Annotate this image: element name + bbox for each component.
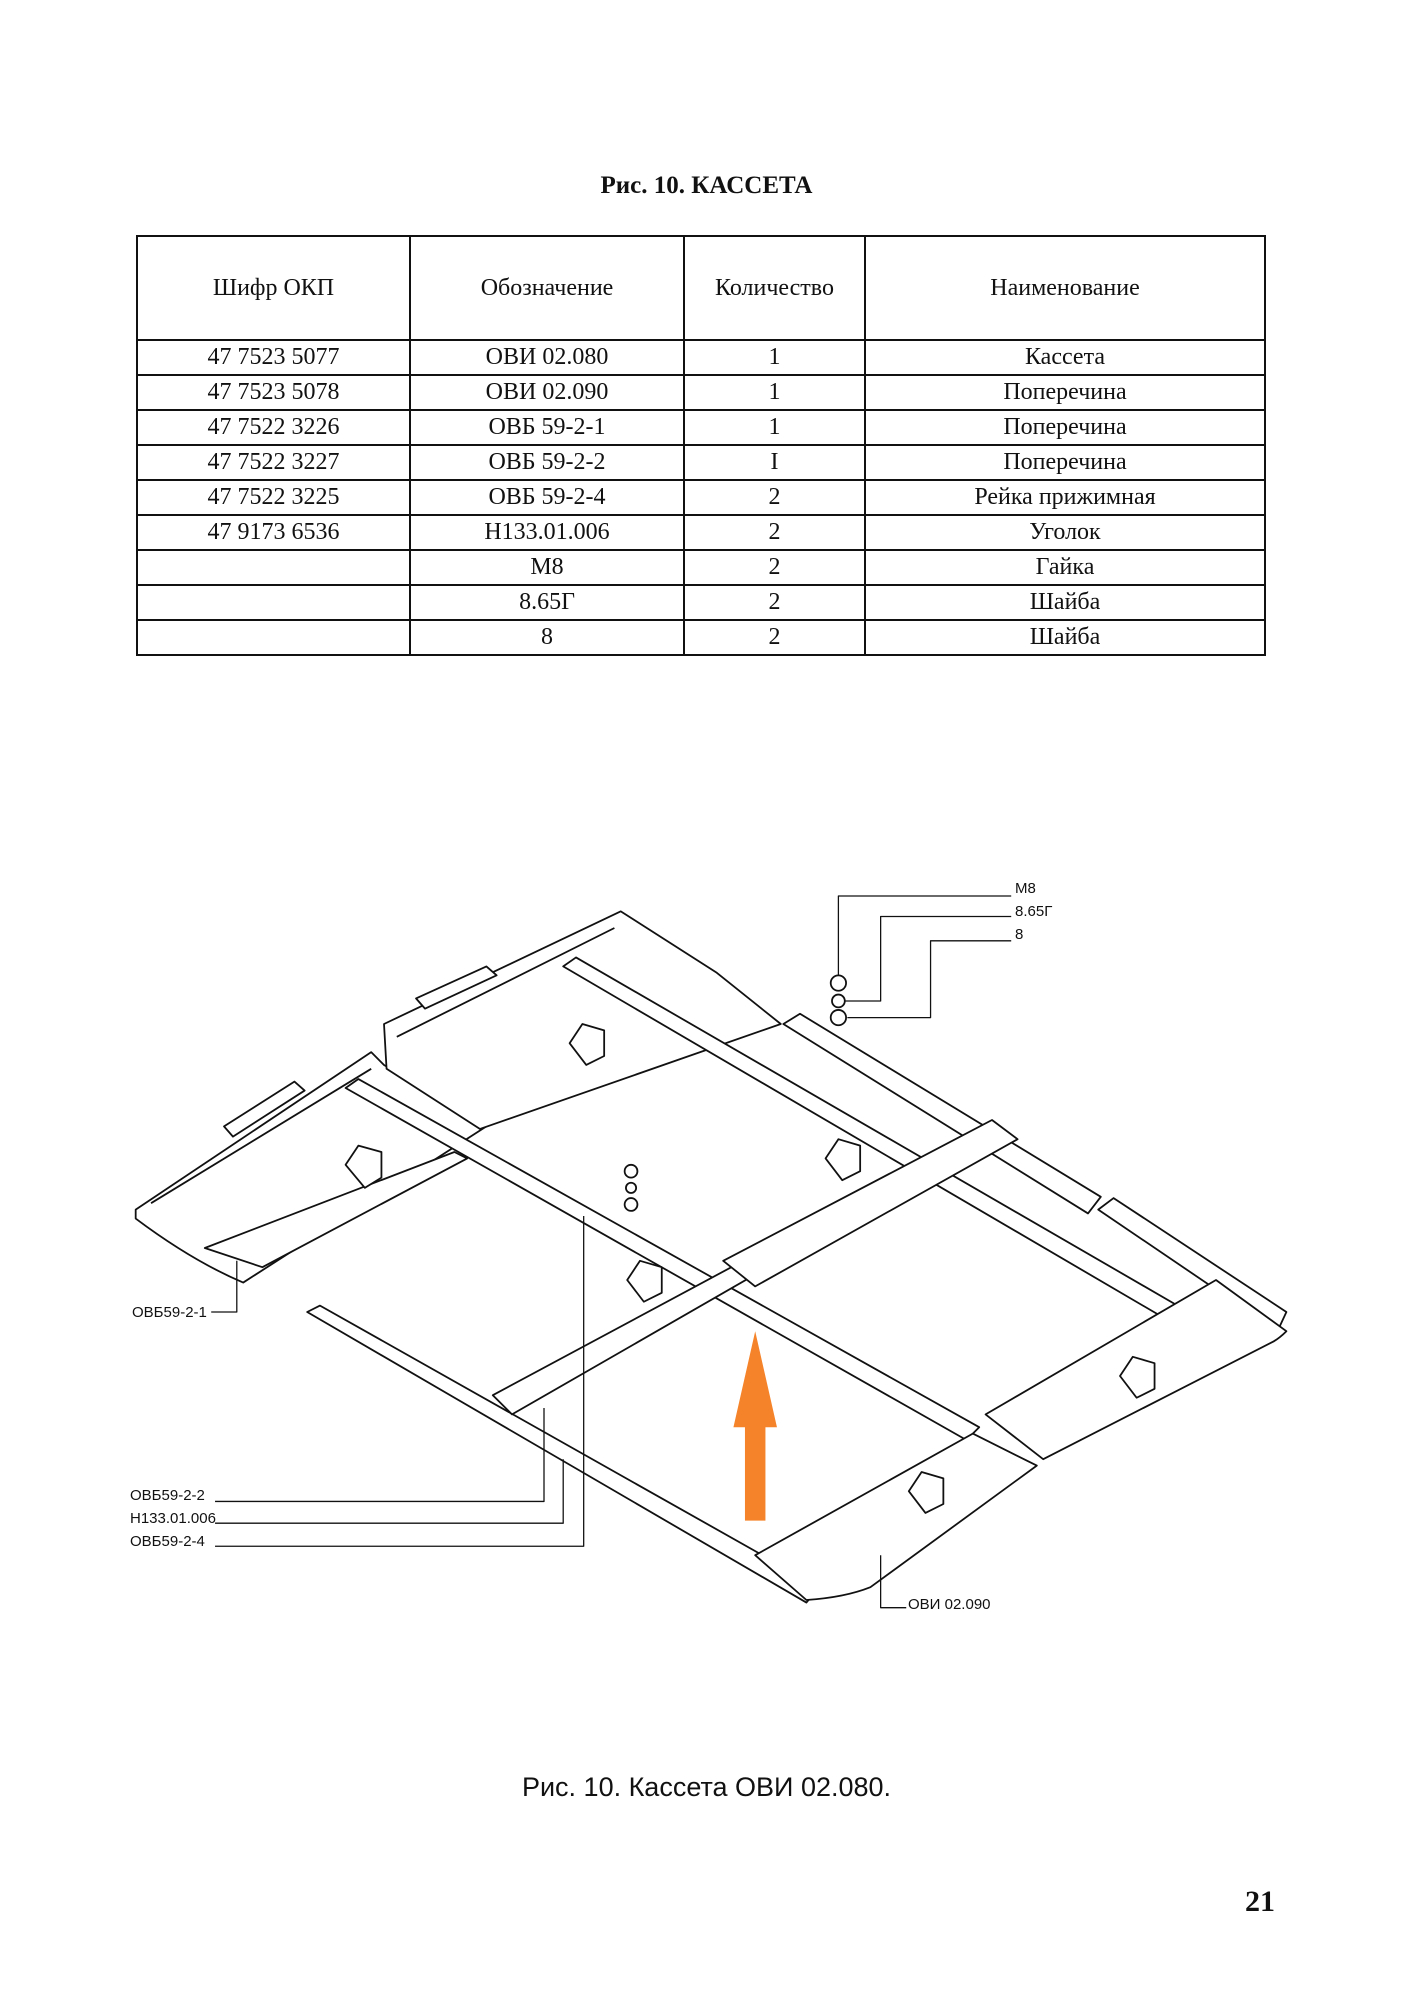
cell-quantity: 2 [683,619,866,656]
upper-plate [383,910,782,1130]
cell-okp-code [136,549,411,586]
cell-name: Шайба [864,584,1266,621]
bottom-rail [306,1304,821,1604]
label-8-65g: 8.65Г [1015,903,1052,920]
figure-caption: Рис. 10. Кассета ОВИ 02.080. [521,1772,892,1802]
cell-quantity: 1 [683,339,866,376]
bracket [824,1138,862,1182]
cell-quantity: I [683,444,866,481]
bracket [344,1144,383,1189]
cell-name: Шайба [864,619,1266,656]
cell-designation: ОВБ 59-2-2 [409,444,685,481]
cell-name: Кассета [864,339,1266,376]
cell-designation: ОВБ 59-2-1 [409,409,685,446]
label-ovb59-2-1: ОВБ59-2-1 [132,1304,207,1321]
figure-title: Рис. 10. КАССЕТА [600,172,813,199]
cell-designation: ОВИ 02.090 [409,374,685,411]
spring-washer-icon [831,993,846,1009]
left-handle [223,1080,306,1138]
nut-icon [829,974,847,992]
cell-quantity: 2 [683,584,866,621]
cell-quantity: 2 [683,514,866,551]
label-ovb59-2-4: ОВБ59-2-4 [130,1533,205,1550]
cell-designation: 8 [409,619,685,656]
bracket [568,1023,606,1066]
cell-designation: М8 [409,549,685,586]
bracket [626,1259,663,1303]
cell-okp-code: 47 7522 3226 [136,409,411,446]
label-8: 8 [1015,926,1023,943]
label-n133: Н133.01.006 [130,1510,216,1527]
label-ovi-02-090: ОВИ 02.090 [908,1596,991,1613]
header-okp-code: Шифр ОКП [136,235,411,341]
cell-name: Рейка прижимная [864,479,1266,516]
cell-name: Поперечина [864,444,1266,481]
cell-name: Гайка [864,549,1266,586]
cell-name: Поперечина [864,374,1266,411]
cell-name: Уголок [864,514,1266,551]
cell-designation: ОВИ 02.080 [409,339,685,376]
table-header-row: Шифр ОКП Обозначение Количество Наименов… [136,235,1266,341]
direction-arrow-icon [733,1331,777,1521]
cell-quantity: 2 [683,479,866,516]
cell-okp-code: 47 7522 3225 [136,479,411,516]
cell-designation: Н133.01.006 [409,514,685,551]
header-quantity: Количество [683,235,866,341]
cell-quantity: 1 [683,374,866,411]
header-designation: Обозначение [409,235,685,341]
header-name: Наименование [864,235,1266,341]
cell-okp-code: 47 9173 6536 [136,514,411,551]
upper-handle [415,965,498,1010]
bottom-plate [754,1432,1038,1601]
bracket [907,1471,945,1514]
cell-okp-code [136,619,411,656]
label-m8: М8 [1015,880,1036,897]
center-rail [344,1078,981,1441]
parts-table: Шифр ОКП Обозначение Количество Наименов… [136,235,1266,656]
cell-designation: 8.65Г [409,584,685,621]
middle-strip-upper [722,1119,1019,1288]
washer-icon [829,1009,847,1027]
label-ovb59-2-2: ОВБ59-2-2 [130,1487,205,1504]
page-number: 21 [1245,1885,1275,1918]
cell-quantity: 2 [683,549,866,586]
cell-okp-code [136,584,411,621]
cell-okp-code: 47 7522 3227 [136,444,411,481]
cell-name: Поперечина [864,409,1266,446]
cell-okp-code: 47 7523 5077 [136,339,411,376]
cell-okp-code: 47 7523 5078 [136,374,411,411]
cell-designation: ОВБ 59-2-4 [409,479,685,516]
cell-quantity: 1 [683,409,866,446]
bracket [1119,1355,1156,1399]
